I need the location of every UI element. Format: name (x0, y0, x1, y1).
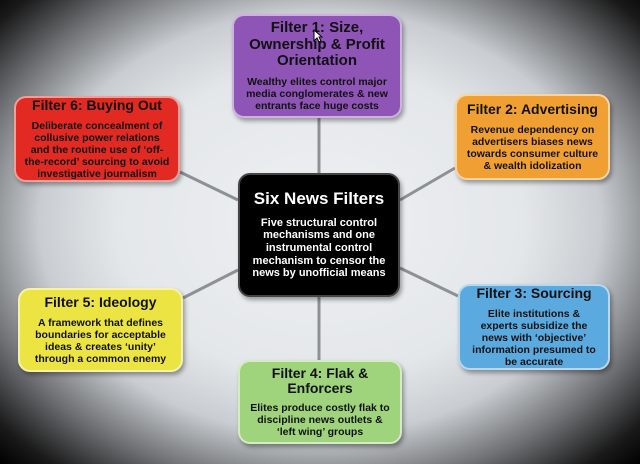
filter-2-node: Filter 2: Advertising Revenue dependency… (455, 94, 610, 180)
filter-6-description: Deliberate concealment of collusive powe… (24, 119, 170, 180)
connector-filter-3 (399, 266, 459, 298)
center-description: Five structural control mechanisms and o… (252, 216, 386, 280)
connector-filter-6 (179, 170, 239, 202)
filter-5-title: Filter 5: Ideology (44, 294, 157, 311)
filter-2-title: Filter 2: Advertising (467, 101, 598, 118)
center-title: Six News Filters (253, 189, 385, 209)
filter-2-description: Revenue dependency on advertisers biases… (466, 123, 599, 172)
filter-3-node: Filter 3: Sourcing Elite institutions & … (458, 284, 610, 370)
filter-1-title: Filter 1: Size, Ownership & Profit Orien… (249, 19, 385, 70)
connector-filter-5 (182, 268, 239, 300)
center-node: Six News Filters Five structural control… (238, 173, 400, 297)
filter-4-description: Elites produce costly flak to discipline… (250, 402, 390, 439)
filter-5-node: Filter 5: Ideology A framework that defi… (18, 288, 183, 372)
filter-1-node: Filter 1: Size, Ownership & Profit Orien… (232, 14, 402, 118)
connector-filter-2 (399, 166, 456, 202)
filter-5-description: A framework that defines boundaries for … (34, 316, 167, 365)
filter-4-title: Filter 4: Flak & Enforcers (271, 364, 369, 396)
filter-6-title: Filter 6: Buying Out (32, 97, 162, 114)
mouse-cursor-icon (313, 29, 323, 43)
filter-1-description: Wealthy elites control major media congl… (246, 75, 388, 112)
filter-4-node: Filter 4: Flak & Enforcers Elites produc… (238, 360, 402, 444)
filter-3-description: Elite institutions & experts subsidize t… (472, 307, 596, 368)
filter-3-title: Filter 3: Sourcing (476, 285, 592, 302)
filter-6-node: Filter 6: Buying Out Deliberate concealm… (14, 96, 180, 182)
